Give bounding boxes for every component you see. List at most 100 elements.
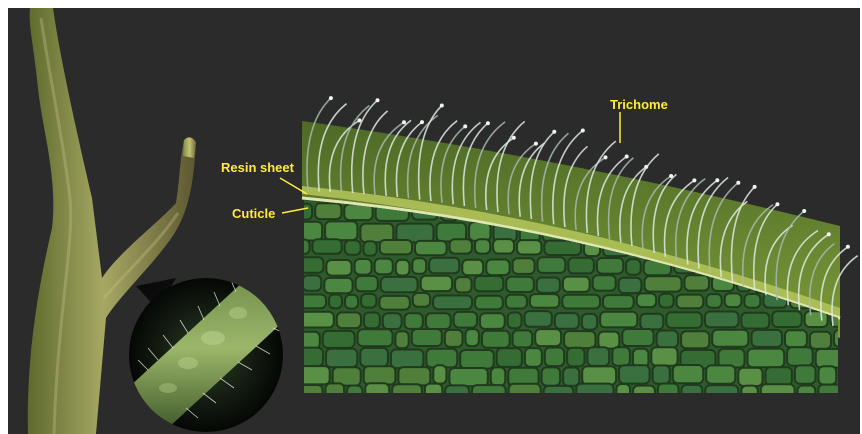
- cell: [705, 385, 738, 405]
- cell: [313, 239, 342, 253]
- cell: [337, 312, 361, 328]
- cell: [738, 368, 762, 386]
- cell: [568, 258, 594, 274]
- cell: [785, 330, 807, 347]
- cell: [296, 204, 312, 220]
- cell: [301, 332, 320, 349]
- cell: [725, 293, 742, 307]
- cell: [350, 403, 368, 421]
- trichome-gland: [534, 142, 538, 146]
- cell: [658, 384, 679, 404]
- cell: [290, 348, 323, 367]
- cell: [587, 347, 609, 366]
- cell: [445, 385, 469, 405]
- cell: [326, 260, 351, 276]
- cell: [398, 401, 435, 419]
- cell: [450, 239, 472, 253]
- cell: [525, 348, 542, 367]
- cell: [355, 259, 372, 275]
- cell: [364, 241, 377, 255]
- cell: [582, 366, 616, 384]
- cell: [323, 331, 355, 348]
- cell: [564, 331, 595, 348]
- cell: [460, 350, 494, 369]
- cell: [298, 222, 322, 241]
- cell: [795, 365, 816, 383]
- cell: [365, 383, 389, 403]
- cell: [525, 401, 558, 419]
- trichome-gland: [775, 202, 779, 206]
- cell: [439, 402, 477, 420]
- cell: [325, 221, 357, 240]
- label-trichome: Trichome: [610, 97, 668, 112]
- cell: [640, 314, 663, 330]
- cell: [805, 311, 828, 327]
- cell: [462, 260, 483, 276]
- cell: [560, 403, 581, 421]
- cell: [294, 366, 330, 384]
- cell: [292, 257, 324, 273]
- cell: [677, 295, 704, 309]
- cell: [291, 404, 315, 422]
- illustration-canvas: Trichome Resin sheet Cuticle: [8, 8, 860, 434]
- cell: [509, 384, 541, 404]
- cell: [706, 365, 735, 383]
- cell: [396, 260, 410, 276]
- cell: [475, 239, 490, 253]
- cell: [392, 384, 422, 404]
- cell: [433, 296, 472, 310]
- cell: [657, 331, 679, 348]
- cell: [761, 384, 795, 404]
- cell: [449, 368, 487, 386]
- cell: [454, 312, 477, 328]
- cell: [356, 276, 378, 291]
- cell: [358, 329, 393, 346]
- trichome-gland: [625, 155, 629, 159]
- trichome-gland: [552, 130, 556, 134]
- cell: [480, 313, 505, 329]
- cell: [496, 402, 521, 420]
- cell: [744, 294, 760, 308]
- cell: [497, 348, 522, 367]
- cell: [544, 386, 574, 406]
- cell: [701, 403, 721, 421]
- cell: [412, 258, 426, 274]
- cell: [426, 313, 451, 329]
- cell: [429, 258, 459, 274]
- cell: [345, 240, 361, 254]
- cell: [413, 293, 430, 307]
- cell: [818, 385, 849, 405]
- cell: [682, 385, 703, 405]
- trichome-gland: [376, 98, 380, 102]
- cell: [324, 278, 352, 293]
- diagram-svg: [8, 8, 860, 434]
- cell: [645, 276, 682, 291]
- cell: [445, 330, 463, 347]
- cell: [598, 332, 619, 349]
- trichome-gland: [463, 124, 467, 128]
- cell: [545, 348, 564, 367]
- cell: [486, 260, 509, 276]
- cell: [839, 365, 860, 383]
- cell: [315, 203, 341, 219]
- cell: [493, 239, 514, 253]
- cell: [329, 295, 342, 309]
- cell: [619, 278, 642, 293]
- cell: [616, 384, 630, 404]
- cell: [563, 368, 579, 386]
- cell: [506, 295, 527, 309]
- cell: [361, 294, 376, 308]
- trichome-gland: [440, 104, 444, 108]
- cell: [772, 311, 801, 327]
- cell: [398, 367, 430, 385]
- cell: [781, 403, 806, 421]
- cell: [472, 385, 506, 405]
- cell: [412, 329, 442, 346]
- trichome-gland: [753, 185, 757, 189]
- cell: [395, 331, 408, 348]
- cell: [535, 329, 561, 346]
- trichome-gland: [846, 245, 850, 249]
- cell: [370, 404, 395, 422]
- cell: [659, 294, 674, 308]
- cell: [530, 294, 559, 308]
